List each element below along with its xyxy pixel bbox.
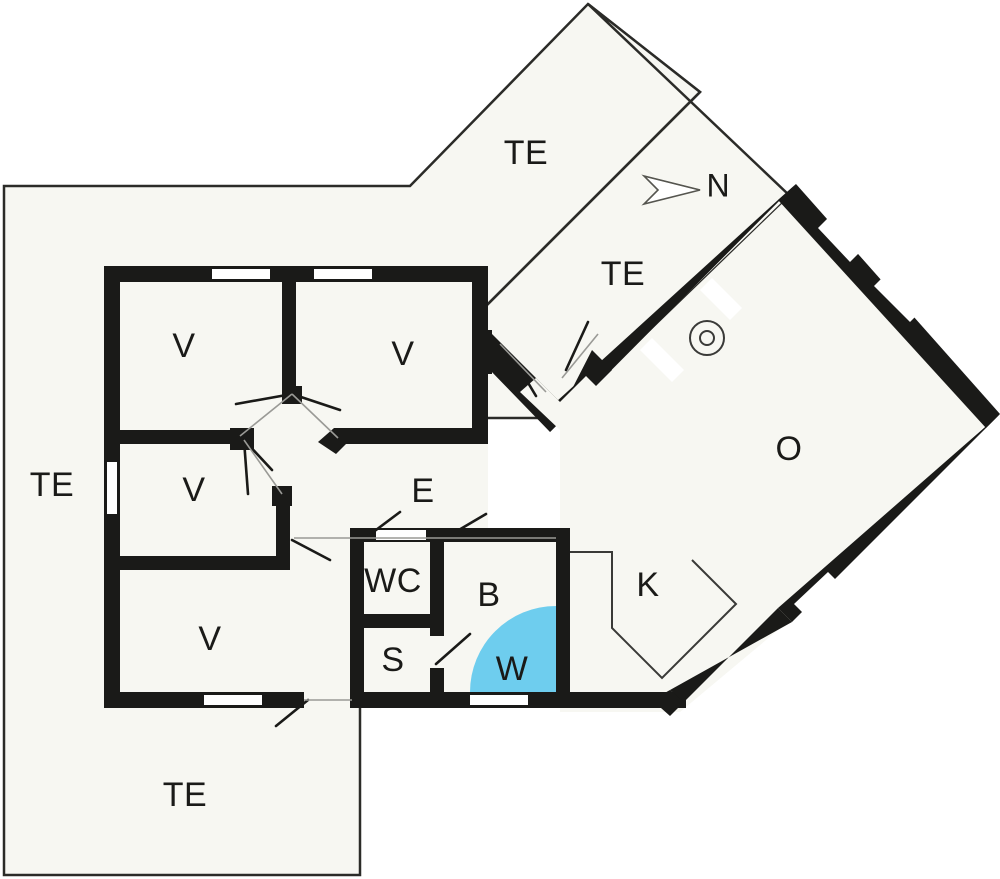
door-gap-service-top-a bbox=[376, 530, 426, 540]
room-label-bedroom-mid: V bbox=[182, 471, 205, 509]
window-west bbox=[107, 462, 117, 514]
wall-bedroom-mid-east bbox=[276, 488, 290, 570]
door-leaf-entry-right bbox=[561, 333, 599, 379]
door-line-bedroom-nw bbox=[234, 392, 294, 406]
wall-bedroom-ne-south bbox=[334, 428, 488, 444]
door-line-bedroom-sw bbox=[274, 698, 310, 728]
wall-stub-mid-low bbox=[272, 486, 292, 506]
kitchen-counter-icon bbox=[570, 551, 738, 680]
wall-sauna-east-upper bbox=[430, 614, 444, 636]
room-label-terrace-north: TE bbox=[504, 134, 548, 172]
room-label-terrace-south: TE bbox=[163, 776, 207, 814]
room-label-bathroom: B bbox=[477, 576, 500, 614]
room-label-bedroom-sw: V bbox=[198, 620, 221, 658]
wall-bedroom-nw-south bbox=[104, 430, 236, 444]
door-line-sauna bbox=[434, 632, 472, 666]
room-labels: TE TE TE TE V V V V E WC S B W K O bbox=[30, 134, 803, 814]
door-line-entry-left bbox=[510, 354, 538, 398]
wall-between-north-bedrooms bbox=[282, 266, 296, 394]
window-north-left bbox=[212, 269, 270, 279]
window-living-ne-a bbox=[818, 216, 862, 262]
wall-living-room-south-east bbox=[778, 414, 1000, 622]
room-label-bedroom-nw: V bbox=[172, 327, 195, 365]
door-swings bbox=[234, 320, 590, 728]
wood-stove-icon bbox=[689, 320, 725, 356]
room-label-hall: E bbox=[411, 472, 434, 510]
door-line-bedroom-mid-b bbox=[242, 438, 274, 472]
window-living-ne-b bbox=[874, 274, 922, 322]
compass-north-label: N bbox=[706, 167, 729, 203]
room-label-toilet: WC bbox=[364, 562, 422, 600]
room-label-whirlpool: W bbox=[496, 650, 529, 688]
room-label-living-room: O bbox=[776, 430, 803, 468]
room-label-terrace-west: TE bbox=[30, 466, 74, 504]
window-entry-diagonal-a bbox=[700, 278, 742, 320]
room-label-bedroom-ne: V bbox=[391, 335, 414, 373]
wall-bedroom-mid-south bbox=[104, 556, 290, 570]
living-room-floor bbox=[560, 196, 996, 712]
wall-entry-left-vertical bbox=[474, 330, 492, 374]
wall-wc-east bbox=[430, 528, 444, 626]
walls bbox=[104, 184, 1000, 716]
door-line-wc bbox=[366, 510, 402, 538]
north-arrow-icon bbox=[641, 174, 701, 206]
room-label-sauna: S bbox=[381, 641, 404, 679]
wall-living-room-north-west bbox=[556, 184, 796, 426]
room-label-kitchen: K bbox=[636, 566, 659, 604]
door-line-hall-mid bbox=[290, 538, 332, 562]
wall-service-east bbox=[556, 528, 570, 708]
wall-kitchen-south-tip bbox=[652, 690, 684, 716]
whirlpool-icon bbox=[470, 606, 556, 692]
window-entry-diagonal-b bbox=[640, 338, 684, 382]
terrace-ridge-line bbox=[485, 91, 701, 307]
wall-stub-ne-diagonal bbox=[318, 428, 362, 454]
door-leaf-ne bbox=[291, 393, 339, 439]
door-line-bath bbox=[450, 512, 488, 536]
wall-wc-south bbox=[350, 614, 444, 628]
window-south-bath bbox=[470, 695, 528, 705]
window-living-se bbox=[794, 572, 840, 616]
door-leaf-entry-left bbox=[499, 343, 547, 393]
wall-sauna-east-lower bbox=[430, 668, 444, 708]
wall-living-room-south-west bbox=[670, 608, 792, 702]
door-line-bedroom-ne bbox=[290, 392, 342, 412]
wall-entry-v-notch bbox=[520, 376, 600, 430]
door-leaf-nw bbox=[239, 393, 293, 437]
living-room-body bbox=[560, 196, 996, 712]
window-north-right bbox=[314, 269, 372, 279]
wall-living-room-north-east bbox=[778, 184, 1000, 428]
door-leaf-lines bbox=[239, 333, 599, 701]
room-label-terrace-northeast: TE bbox=[601, 255, 645, 293]
window-south-left bbox=[204, 695, 262, 705]
door-line-bedroom-mid-a bbox=[242, 438, 250, 496]
door-line-entry-right bbox=[564, 320, 590, 372]
door-leaf-mid bbox=[243, 439, 283, 495]
